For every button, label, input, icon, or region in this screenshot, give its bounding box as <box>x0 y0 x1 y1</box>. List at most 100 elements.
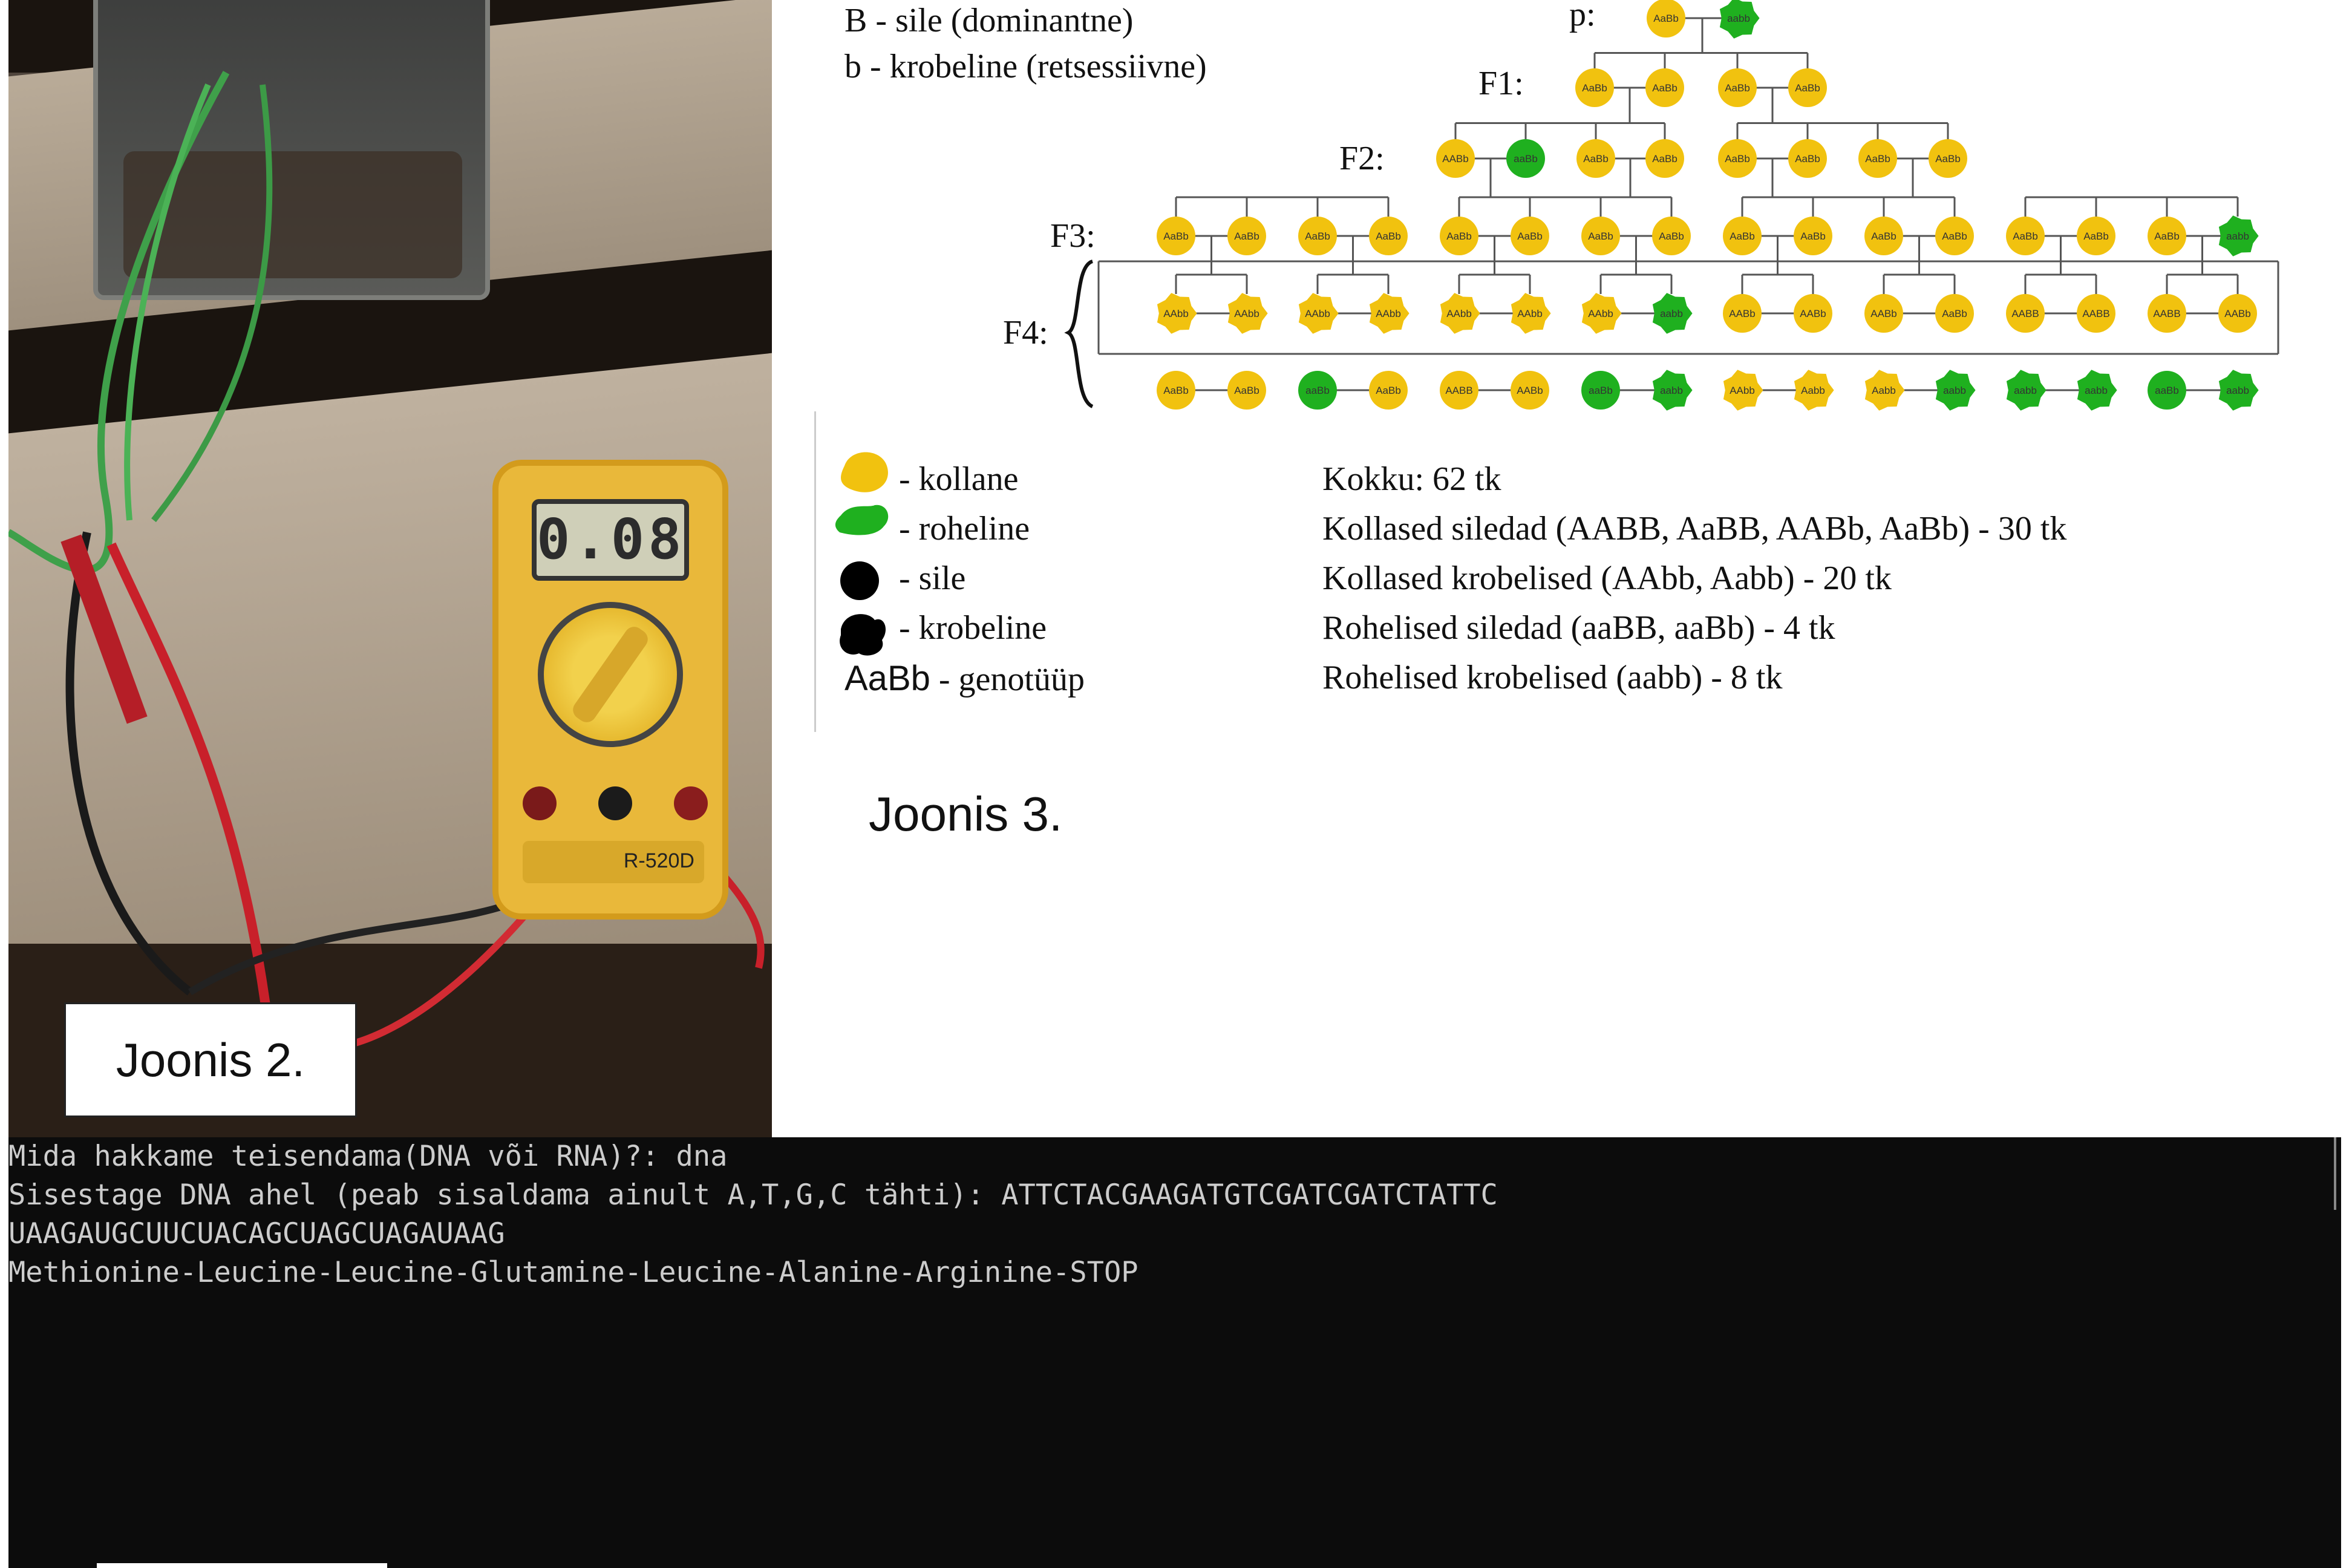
genotype-label: AABb <box>1800 308 1826 319</box>
bottom-white-edge <box>97 1563 387 1568</box>
pedigree-node: AAbb <box>1157 293 1197 334</box>
figure-3-caption: Joonis 3. <box>869 787 1063 841</box>
gen-label-p: p: <box>1569 0 1596 33</box>
genotype-label: AABb <box>1870 308 1896 319</box>
genotype-label: AaBb <box>2083 230 2109 242</box>
legend: - kollane - roheline - sile - krobeline … <box>832 448 1377 720</box>
yellow-pea-node <box>1576 139 1615 178</box>
terminal-line-rna: UAAGAUGCUUCUACAGCUAGCUAGAUAAG <box>8 1217 505 1250</box>
genotype-label: AAbb <box>1446 308 1472 319</box>
yellow-pea-node <box>1858 139 1897 178</box>
total-yellow-wrinkled: Kollased krobelised (AAbb, Aabb) - 20 tk <box>1322 560 1892 597</box>
yellow-pea-node <box>1511 293 1551 334</box>
pedigree-node: AaBb <box>1858 139 1897 178</box>
yellow-pea-node <box>1794 217 1832 255</box>
genotype-label: AAbb <box>1730 385 1755 396</box>
pedigree-node: AaBb <box>1298 217 1337 255</box>
pedigree-node: AaBb <box>1864 217 1903 255</box>
pedigree-node: AaBb <box>2077 217 2115 255</box>
multimeter-model: R-520D <box>623 849 694 872</box>
yellow-pea-node <box>2148 294 2186 333</box>
yellow-pea-node <box>2148 217 2186 255</box>
jack-black <box>598 786 632 820</box>
legend-kollane: - kollane <box>899 460 1019 498</box>
gen-label-f3: F3: <box>1050 217 1096 255</box>
pedigree-node: AaBb <box>1369 217 1408 255</box>
gen-label-f4: F4: <box>1003 314 1048 351</box>
yellow-pea-node <box>1369 293 1410 334</box>
figure-2-caption: Joonis 2. <box>64 1002 357 1117</box>
genotype-label: AAbb <box>1234 308 1259 319</box>
genotype-label: AaBb <box>1659 230 1684 242</box>
legend-genotype-label: - genotüüp <box>938 661 1085 698</box>
pedigree-node: aaBb <box>1506 139 1545 178</box>
yellow-pea-node <box>1440 371 1478 410</box>
yellow-pea-node <box>1935 294 1974 333</box>
yellow-pea-node <box>1227 217 1266 255</box>
pedigree-node: AABb <box>2218 294 2257 333</box>
yellow-pea-node <box>2218 294 2257 333</box>
pedigree-node: AaBb <box>1935 217 1974 255</box>
soil-in-container <box>123 151 462 278</box>
pedigree-node: AAbb <box>1298 293 1339 334</box>
multimeter-display: 0.08 <box>532 499 689 581</box>
yellow-pea-node <box>1864 217 1903 255</box>
pedigree-node: AaBb <box>1788 139 1827 178</box>
pedigree-node: AABb <box>1794 294 1832 333</box>
genotype-label: aaBb <box>1589 385 1613 396</box>
legend-swatches <box>835 452 889 656</box>
pedigree-node: AABB <box>2077 294 2115 333</box>
yellow-pea-node <box>1723 370 1763 411</box>
black-wrinkled-swatch <box>840 614 886 656</box>
genotype-label: AaBb <box>1725 153 1750 165</box>
pedigree-node: AAbb <box>1723 370 1763 411</box>
yellow-pea-node <box>1723 217 1762 255</box>
pedigree-node: AaBb <box>1511 217 1549 255</box>
pedigree-node: Aabb <box>1864 370 1905 411</box>
pedigree-node: AaBb <box>1718 68 1757 107</box>
yellow-pea-node <box>1723 294 1762 333</box>
terminal-scrollbar[interactable] <box>2334 1137 2336 1210</box>
genotype-label: AaBb <box>2154 230 2180 242</box>
pedigree-node: AaBb <box>1794 217 1832 255</box>
total-count: Kokku: 62 tk <box>1322 460 1501 498</box>
green-pea-node <box>1719 0 1760 39</box>
genotype-label: AaBb <box>1942 308 1967 319</box>
green-blob-swatch <box>835 505 889 535</box>
yellow-pea-node <box>1511 371 1549 410</box>
genotype-label: aabb <box>1660 385 1683 396</box>
genotype-label: aabb <box>2226 230 2249 242</box>
total-yellow-smooth: Kollased siledad (AABB, AaBB, AABb, AaBb… <box>1322 510 2067 547</box>
yellow-blob-swatch <box>841 452 888 492</box>
yellow-pea-node <box>1652 217 1691 255</box>
allele-note-recessive: b - krobeline (retsessiivne) <box>844 48 1207 85</box>
yellow-pea-node <box>1298 293 1339 334</box>
pedigree-node: aabb <box>1719 0 1760 39</box>
pedigree-node: AABb <box>1723 294 1762 333</box>
multimeter-dial <box>538 602 683 747</box>
pedigree-node: AABB <box>1440 371 1478 410</box>
genotype-label: aabb <box>1727 13 1750 24</box>
multimeter-model-label: R-520D <box>523 841 704 883</box>
pedigree-node: aabb <box>2218 370 2259 411</box>
genotype-label: AABB <box>2153 308 2180 319</box>
yellow-pea-node <box>1718 68 1757 107</box>
genotype-label: AaBb <box>1234 230 1259 242</box>
genotype-label: aabb <box>1660 308 1683 319</box>
genotype-label: AAbb <box>1376 308 1401 319</box>
console-window[interactable]: Mida hakkame teisendama(DNA või RNA)?: d… <box>8 1137 2341 1568</box>
yellow-pea-node <box>1581 293 1622 334</box>
legend-roheline: - roheline <box>899 510 1030 547</box>
yellow-pea-node <box>1645 139 1684 178</box>
genotype-label: AaBb <box>1583 153 1609 165</box>
yellow-pea-node <box>1157 293 1197 334</box>
green-pea-node <box>1298 371 1337 410</box>
genotype-label: AAbb <box>1305 308 1330 319</box>
genotype-label: AaBb <box>1725 82 1750 94</box>
yellow-pea-node <box>1864 370 1905 411</box>
green-pea-node <box>2218 370 2259 411</box>
genotype-label: AAbb <box>1163 308 1189 319</box>
connector-lines <box>1097 17 2279 391</box>
genotype-label: aaBb <box>1305 385 1330 396</box>
yellow-pea-node <box>1369 371 1408 410</box>
